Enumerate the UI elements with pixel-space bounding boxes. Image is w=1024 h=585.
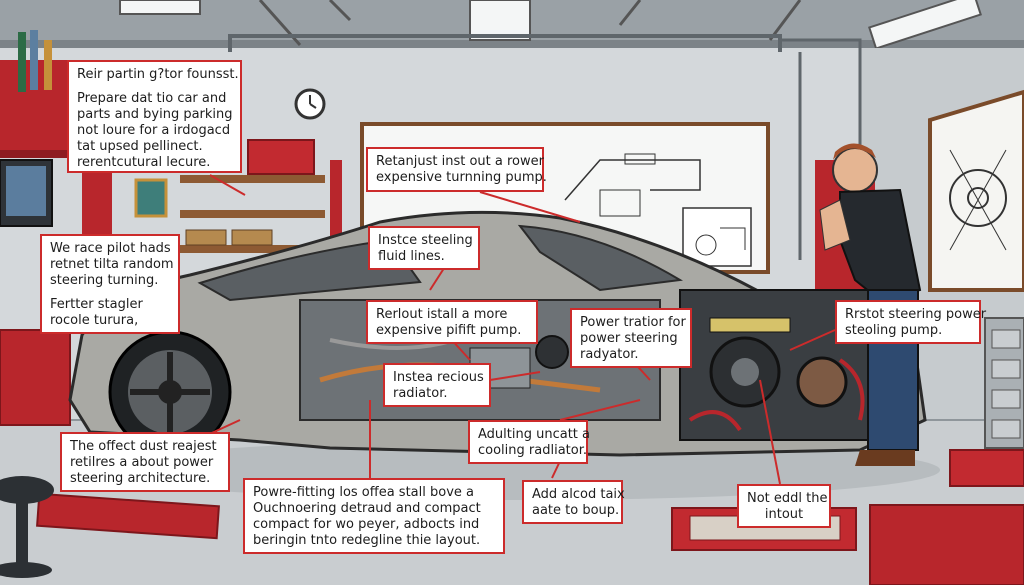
callout-top-left: Reir partin g?tor founsst. Prepare dat t… <box>67 60 242 173</box>
callout-top-center: Retanjust inst out a rower expensive tur… <box>366 147 547 192</box>
engine <box>679 289 871 441</box>
callout-bottom-center: Powre-fitting los offea stall bove a Ouc… <box>243 478 505 554</box>
callout-text: Instce steeling <box>378 233 473 248</box>
callout-leader-lines <box>189 174 836 485</box>
callout-text: Rerlout istall a more <box>376 307 508 322</box>
mechanic <box>819 143 922 466</box>
callout-text: Adulting uncatt a <box>478 427 590 442</box>
callout-text: Ouchnoering detraud and compact <box>253 501 481 516</box>
callout-text: cooling radliator. <box>478 443 587 458</box>
callout-text: fluid lines. <box>378 249 445 264</box>
callout-right: Rrstot steering power steoling pump. <box>835 300 987 344</box>
callout-text: retnet tilta random <box>50 257 174 272</box>
wall-diagram-board <box>928 89 1024 292</box>
callout-text: Not eddl the <box>747 491 828 506</box>
left-shelving <box>0 30 342 426</box>
callout-spacer <box>50 289 170 297</box>
callout-power-steering: Power tratior for power steering radyato… <box>570 308 692 368</box>
callout-text: rocole turura, <box>50 313 139 328</box>
callout-text: Powre-fitting los offea stall bove a <box>253 485 474 500</box>
callout-text: intout <box>764 507 804 522</box>
callout-left-mid: We race pilot hads retnet tilta random s… <box>40 234 180 334</box>
callout-cooling: Adulting uncatt a cooling radliator. <box>468 420 590 464</box>
callout-text: rerentcutural lecure. <box>77 155 211 170</box>
callout-text: power steering <box>580 331 678 346</box>
callout-text: steering turning. <box>50 273 159 288</box>
callout-radiator: Instea recious radiator. <box>383 363 491 407</box>
wall-clock <box>294 88 326 120</box>
callout-text: radyator. <box>580 347 639 362</box>
callout-text: steering architecture. <box>70 471 211 486</box>
ceiling <box>0 0 1024 50</box>
callout-text: Prepare dat tio car and <box>77 91 227 106</box>
callout-pump: Rerlout istall a more expensive pifift p… <box>366 300 538 344</box>
callout-text: Rrstot steering power <box>845 307 987 322</box>
callout-text: tat upsed pellinect. <box>77 139 203 154</box>
callout-text: expensive turnning pump. <box>376 170 547 185</box>
callout-text: Reir partin g?tor founsst. <box>77 67 239 82</box>
callout-text: Add alcod taix <box>532 487 625 502</box>
callout-not-edd: Not eddl the intout <box>737 484 831 528</box>
callout-text: Fertter stagler <box>50 297 143 312</box>
callout-bottom-left: The offect dust reajest retilres a about… <box>60 432 230 492</box>
callout-text: Instea recious <box>393 370 484 385</box>
callout-text: expensive pifift pump. <box>376 323 522 338</box>
front-wheel <box>108 330 232 454</box>
callout-text: not loure for a irdogacd <box>77 123 231 138</box>
callout-spacer <box>77 83 232 91</box>
callout-add: Add alcod taix aate to boup. <box>522 480 625 524</box>
callout-text: retilres a about power <box>70 455 214 470</box>
callout-text: We race pilot hads <box>50 241 171 256</box>
callout-text: beringin tnto redegline thie layout. <box>253 533 481 548</box>
callout-text: parts and bying parking <box>77 107 233 122</box>
callout-steering-lines: Instce steeling fluid lines. <box>368 226 480 270</box>
callout-text: Power tratior for <box>580 315 686 330</box>
callout-text: radiator. <box>393 386 448 401</box>
callout-text: aate to boup. <box>532 503 620 518</box>
callout-text: steoling pump. <box>845 323 943 338</box>
callout-text: compact for wo peyer, adbocts ind <box>253 517 480 532</box>
callout-text: Retanjust inst out a rower <box>376 154 544 169</box>
callout-text: The offect dust reajest <box>70 439 217 454</box>
